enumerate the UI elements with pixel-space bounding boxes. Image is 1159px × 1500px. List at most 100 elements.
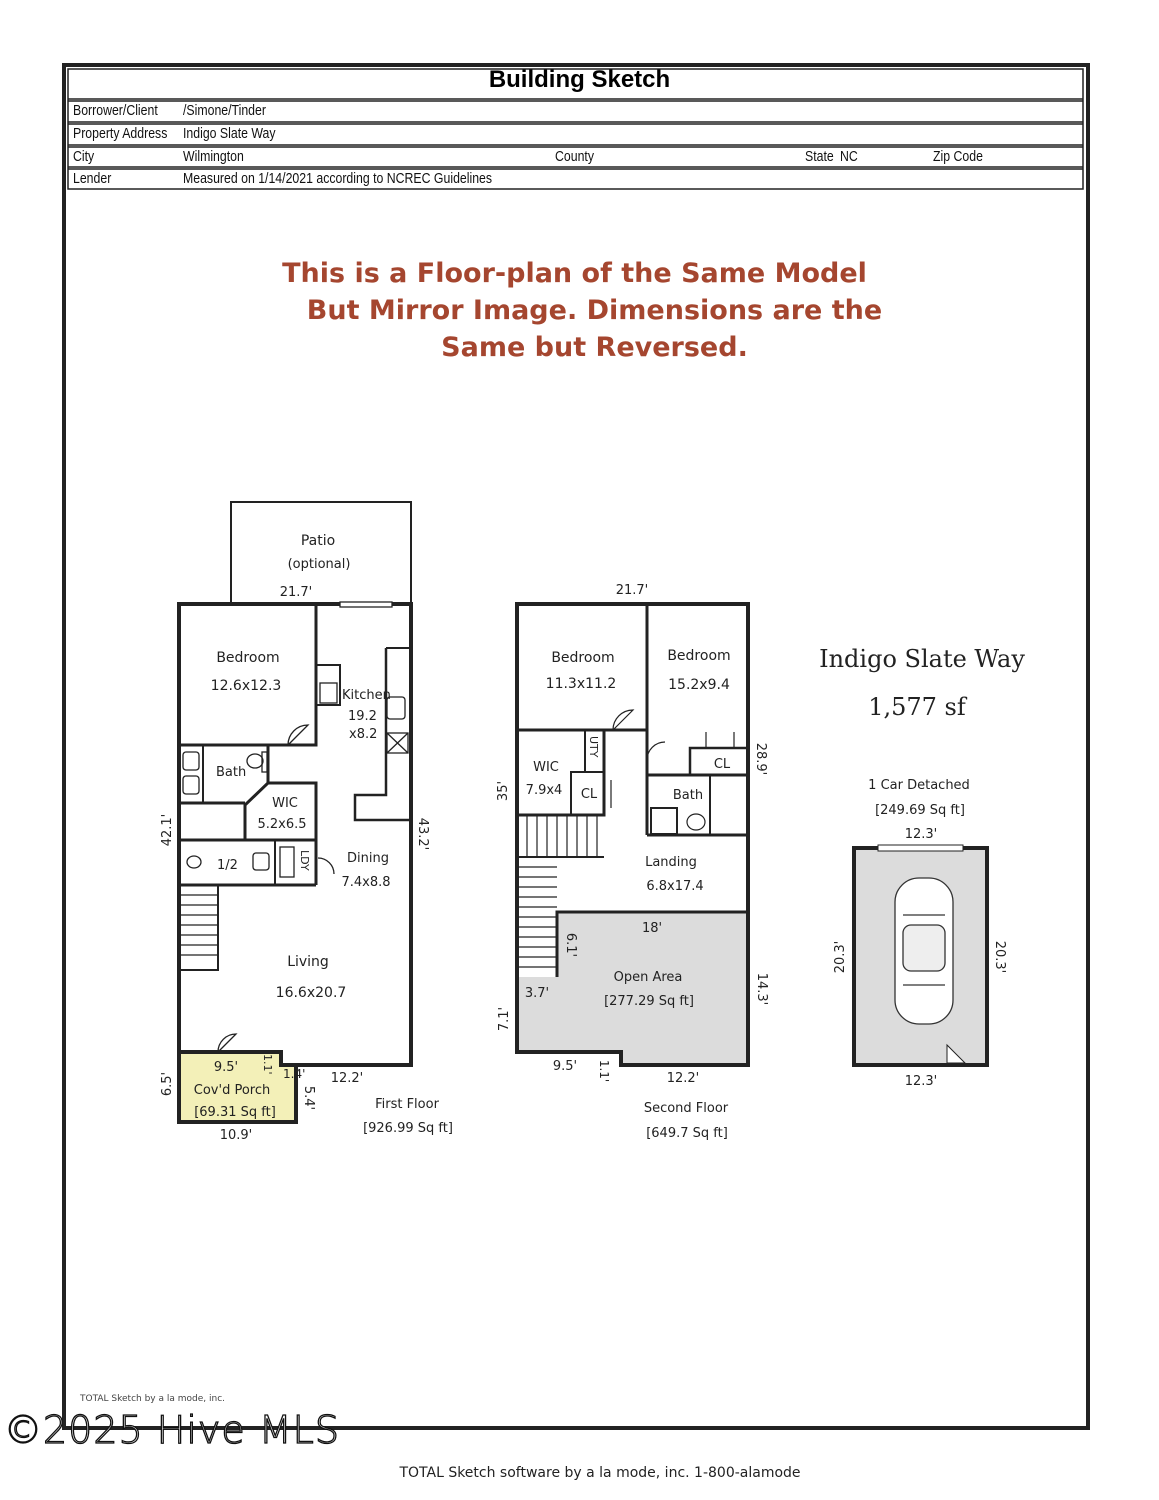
garage-top-dim: 12.3' — [905, 827, 938, 842]
page-title: Building Sketch — [488, 66, 671, 93]
sketch-credit: TOTAL Sketch by a la mode, inc. — [80, 1394, 226, 1404]
garage-labels: 1 Car Detached [249.69 Sq ft] 12.3' 12.3… — [833, 778, 1007, 1089]
borrower-value: /Simone/Tinder — [183, 102, 266, 119]
summary-total: 1,577 sf — [868, 693, 966, 721]
porch-notch-v-dim: 1.1' — [261, 1054, 274, 1075]
bath-label: Bath — [216, 765, 246, 780]
zip-label: Zip Code — [933, 148, 983, 165]
living-label: Living — [287, 954, 329, 970]
porch-left-dim: 6.5' — [160, 1072, 175, 1096]
second-floor-area: [649.7 Sq ft] — [646, 1126, 728, 1141]
garage-label: 1 Car Detached — [868, 778, 970, 793]
open-area-label: Open Area — [614, 970, 683, 985]
left-dim: 42.1' — [160, 814, 175, 847]
footer-text: TOTAL Sketch software by a la mode, inc.… — [399, 1465, 801, 1481]
first-floor-area: [926.99 Sq ft] — [363, 1121, 453, 1136]
garage-entry-door — [946, 1043, 967, 1064]
wic-label: WIC — [533, 760, 559, 775]
header-box — [67, 68, 1084, 190]
bedroom-size: 12.6x12.3 — [211, 678, 282, 694]
second-floor-walls — [517, 604, 750, 977]
open-area-size: [277.29 Sq ft] — [604, 994, 694, 1009]
borrower-label: Borrower/Client — [73, 102, 158, 119]
wic-size: 7.9x4 — [526, 783, 563, 798]
dim-12-2: 12.2' — [667, 1071, 700, 1086]
first-floor-stairs — [179, 894, 218, 956]
laundry-label: LDY — [298, 850, 311, 871]
porch-top-dim: 9.5' — [214, 1060, 238, 1075]
dim-35: 35' — [496, 781, 511, 801]
bedroom-label: Bedroom — [216, 650, 279, 666]
dining-size: 7.4x8.8 — [341, 875, 390, 890]
wic-label: WIC — [272, 796, 298, 811]
county-label: County — [555, 148, 594, 165]
wic-size: 5.2x6.5 — [257, 817, 306, 832]
first-floor-fixtures — [182, 601, 409, 1053]
lender-value: Measured on 1/14/2021 according to NCREC… — [183, 170, 493, 187]
kitchen-label: Kitchen — [342, 688, 391, 703]
first-floor-outline — [177, 602, 413, 1067]
first-floor-name: First Floor — [375, 1097, 439, 1112]
dim-6-1: 6.1' — [563, 933, 578, 957]
mirror-image-note: This is a Floor-plan of the Same Model B… — [0, 255, 1159, 366]
dining-label: Dining — [347, 851, 389, 866]
dim-28-9: 28.9' — [753, 743, 768, 776]
closet1-label: CL — [581, 787, 598, 802]
garage-plan — [852, 844, 989, 1067]
garage-bottom-dim: 12.3' — [905, 1074, 938, 1089]
porch-notch-h-dim: 1.4' — [283, 1067, 305, 1081]
open-area-fill — [517, 912, 748, 1065]
dim-9-5: 9.5' — [553, 1059, 577, 1074]
garage-area: [249.69 Sq ft] — [875, 803, 965, 818]
address-value: Indigo Slate Way — [183, 125, 276, 142]
first-floor-plan — [177, 501, 413, 1124]
porch-right-dim: 5.4' — [301, 1086, 316, 1110]
address-label: Property Address — [73, 125, 168, 142]
half-bath-label: 1/2 — [217, 858, 238, 873]
patio-outline — [230, 501, 412, 605]
patio-sub-label: (optional) — [288, 557, 351, 572]
bedroom2-label: Bedroom — [667, 648, 730, 664]
dim-7-1: 7.1' — [497, 1007, 512, 1031]
patio-label: Patio — [301, 533, 335, 549]
bedroom1-label: Bedroom — [551, 650, 614, 666]
kitchen-size-1: 19.2 — [348, 709, 377, 724]
uty-label: UTY — [587, 736, 600, 758]
right-dim: 43.2' — [415, 818, 430, 851]
car-icon — [894, 877, 954, 1025]
state-label: State — [805, 148, 834, 165]
dim-14-3: 14.3' — [754, 973, 769, 1006]
header-row-lines — [68, 98, 1083, 170]
garage-left-dim: 20.3' — [833, 941, 848, 974]
second-floor-outline — [515, 602, 750, 1067]
bedroom2-size: 15.2x9.4 — [668, 677, 730, 693]
living-size: 16.6x20.7 — [276, 985, 347, 1001]
top-dim: 21.7' — [616, 583, 649, 598]
note-line-1: This is a Floor-plan of the Same Model — [282, 258, 867, 289]
note-line-3: Same but Reversed. — [441, 332, 748, 363]
dim-18: 18' — [642, 921, 662, 936]
landing-label: Landing — [645, 855, 697, 870]
dim-3-7: 3.7' — [525, 986, 549, 1001]
patio-width-dim: 21.7' — [280, 585, 313, 600]
closet2-label: CL — [714, 757, 731, 772]
first-floor-labels: Patio (optional) 21.7' Bedroom 12.6x12.3… — [160, 533, 453, 1143]
dim-1-1: 1.1' — [597, 1060, 611, 1082]
porch-area: [69.31 Sq ft] — [194, 1105, 276, 1120]
state-value: NC — [840, 148, 858, 165]
page-frame — [62, 63, 1090, 1430]
note-line-2: But Mirror Image. Dimensions are the — [306, 295, 883, 326]
city-label: City — [73, 148, 95, 165]
first-floor-walls — [178, 604, 411, 971]
city-value: Wilmington — [183, 148, 244, 165]
lender-label: Lender — [73, 170, 112, 187]
porch-label: Cov'd Porch — [194, 1083, 270, 1098]
second-floor-stairs — [517, 709, 735, 968]
second-floor-name: Second Floor — [644, 1101, 729, 1116]
second-floor-plan — [515, 602, 750, 1067]
second-floor-labels: 21.7' Bedroom 11.3x11.2 Bedroom 15.2x9.4… — [496, 583, 769, 1141]
bath-label: Bath — [673, 788, 703, 803]
garage-right-dim: 20.3' — [992, 941, 1007, 974]
kitchen-size-2: x8.2 — [349, 727, 377, 742]
porch-bottom-dim: 10.9' — [220, 1128, 253, 1143]
